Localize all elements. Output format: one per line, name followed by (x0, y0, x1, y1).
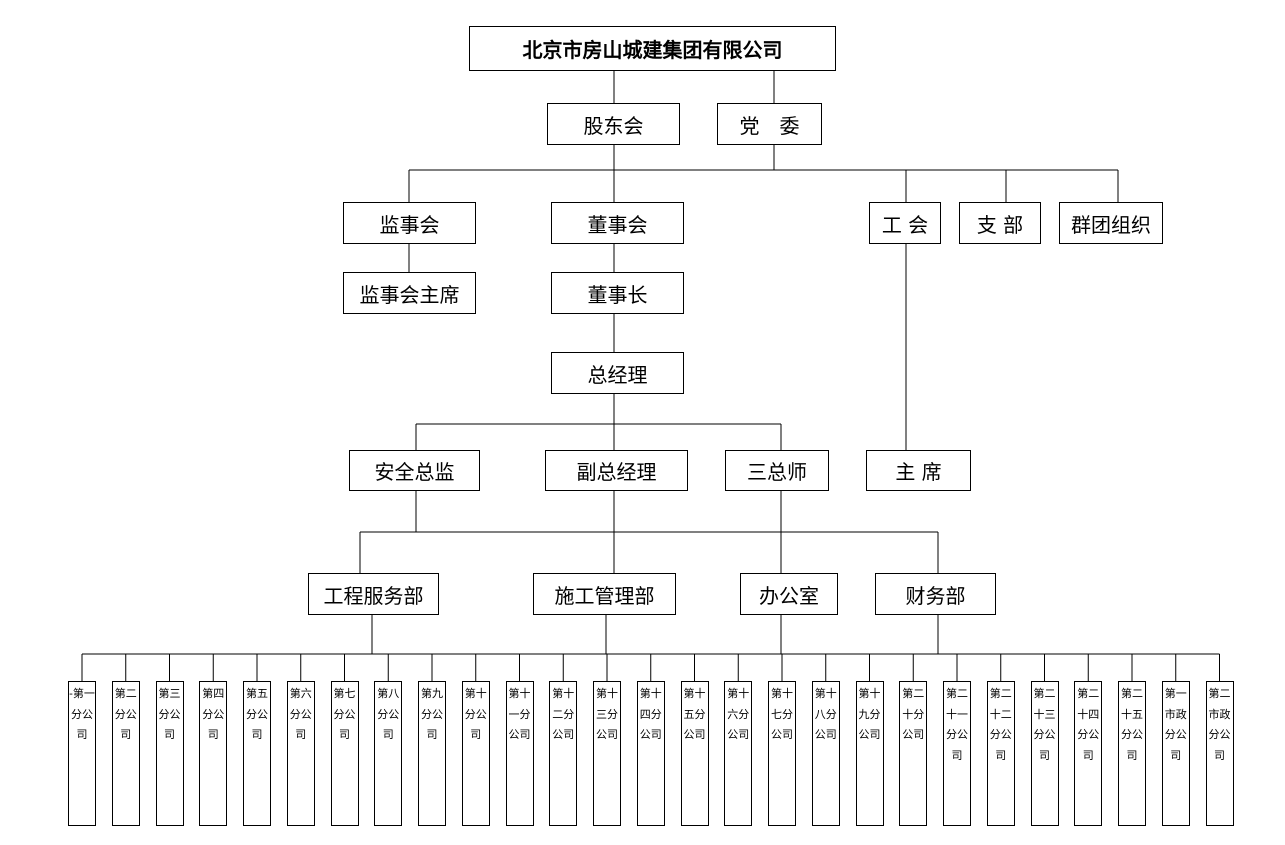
branch-company-17: 第十七分公司 (768, 681, 796, 826)
branch-company-1: -第一分公司 (68, 681, 96, 826)
branch-company-18: 第十八分公司 (811, 681, 840, 826)
branch-company-27: 第二市政分公司 (1205, 681, 1234, 826)
node-deputy-gm: 副总经理 (545, 450, 688, 491)
branch-company-9: 第九分公司 (418, 681, 446, 826)
branch-company-23: 第二十三分公司 (1030, 681, 1059, 826)
branch-company-3: 第三分公司 (155, 681, 184, 826)
branch-company-10: 第十分公司 (461, 681, 490, 826)
branch-company-21: 第二十一分公司 (943, 681, 971, 826)
branch-company-8: 第八分公司 (374, 681, 403, 826)
node-union-chair: 主 席 (866, 450, 971, 491)
branch-company-14: 第十四分公司 (636, 681, 665, 826)
branch-company-5: 第五分公司 (243, 681, 271, 826)
node-board-of-directors: 董事会 (551, 202, 684, 244)
node-shareholders-meeting: 股东会 (547, 103, 680, 145)
dept-finance: 财务部 (875, 573, 996, 615)
node-safety-director: 安全总监 (349, 450, 480, 491)
branch-company-13: 第十三分公司 (593, 681, 621, 826)
branch-company-12: 第十二分公司 (549, 681, 578, 826)
branch-company-20: 第二十分公司 (899, 681, 928, 826)
branch-company-11: 第十一分公司 (505, 681, 534, 826)
node-three-chief-engineers: 三总师 (725, 450, 829, 491)
branch-company-6: 第六分公司 (286, 681, 315, 826)
dept-engineering-service: 工程服务部 (308, 573, 439, 615)
branch-company-15: 第十五分公司 (680, 681, 709, 826)
branch-company-4: 第四分公司 (199, 681, 228, 826)
node-supervisory-chair: 监事会主席 (343, 272, 476, 314)
branch-company-2: 第二分公司 (111, 681, 140, 826)
root-company: 北京市房山城建集团有限公司 (469, 26, 836, 71)
node-party-committee: 党 委 (717, 103, 822, 145)
branch-company-19: 第十九分公司 (855, 681, 884, 826)
branch-company-24: 第二十四分公司 (1074, 681, 1103, 826)
node-chairman: 董事长 (551, 272, 684, 314)
dept-office: 办公室 (740, 573, 838, 615)
branch-company-22: 第二十二分公司 (986, 681, 1015, 826)
branch-company-25: 第二十五分公司 (1118, 681, 1146, 826)
branch-company-16: 第十六分公司 (724, 681, 753, 826)
branch-company-7: 第七分公司 (330, 681, 359, 826)
node-supervisory-board: 监事会 (343, 202, 476, 244)
dept-construction-management: 施工管理部 (533, 573, 676, 615)
node-general-manager: 总经理 (551, 352, 684, 394)
node-union: 工 会 (869, 202, 941, 244)
node-party-branch: 支 部 (959, 202, 1041, 244)
branch-company-26: 第一市政分公司 (1161, 681, 1190, 826)
node-mass-organizations: 群团组织 (1059, 202, 1163, 244)
